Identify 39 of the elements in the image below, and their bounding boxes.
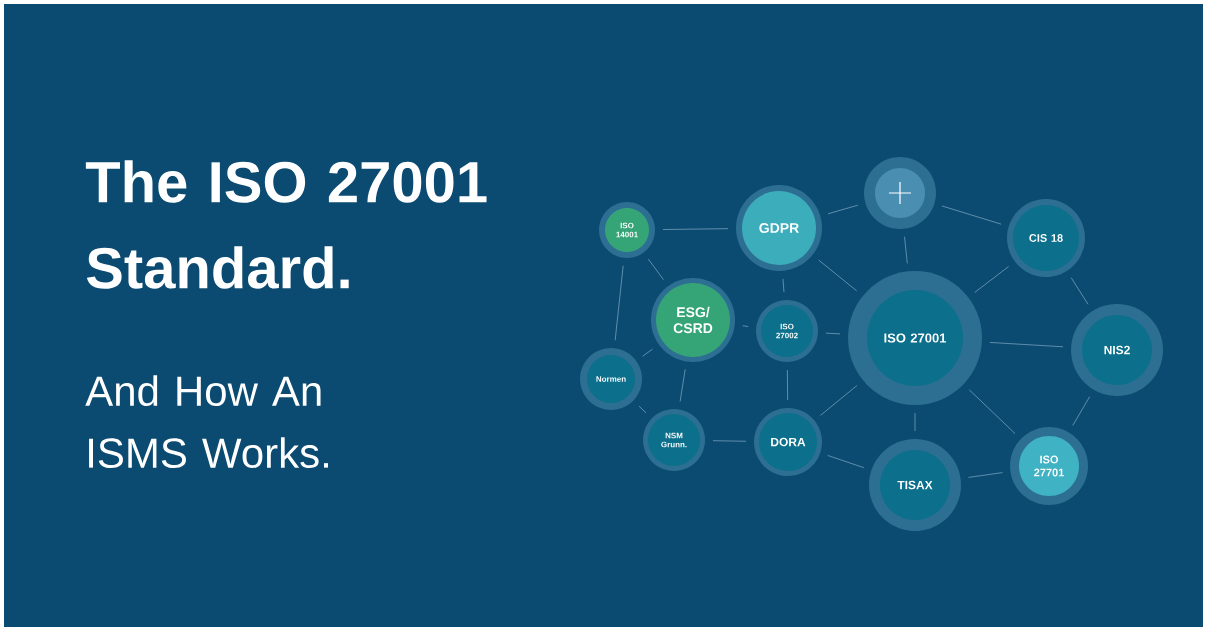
connector-line: [642, 348, 653, 357]
connector-line: [974, 266, 1009, 293]
title: The ISO 27001 Standard.: [85, 160, 487, 289]
connector-line: [968, 389, 1016, 434]
circle-node: ESG/ CSRD: [651, 278, 735, 362]
connector-line: [742, 325, 749, 327]
connector-line: [827, 455, 865, 469]
connector-line: [1070, 277, 1089, 305]
connector-line: [989, 342, 1064, 348]
circle-node: CIS 18: [1007, 199, 1085, 277]
connector-line: [647, 258, 664, 281]
circle-node: ISO 27002: [756, 300, 818, 362]
circle-node: GDPR: [736, 185, 822, 271]
plus-circle: [864, 157, 936, 229]
connector-line: [820, 385, 858, 416]
connector-line: [662, 228, 729, 230]
circle-node: ISO 27001: [848, 271, 982, 405]
connector-line: [782, 278, 785, 293]
connector-line: [818, 259, 858, 292]
circle-node: ISO 27701: [1010, 427, 1088, 505]
connector-line: [712, 440, 747, 442]
connector-line: [941, 205, 1002, 225]
connector-line: [914, 412, 916, 432]
circle-node: TISAX: [869, 439, 961, 531]
circle-node: DORA: [754, 408, 822, 476]
connector-line: [904, 236, 908, 264]
connector-line: [638, 405, 647, 414]
connector-line: [825, 332, 841, 335]
connector-line: [1072, 396, 1091, 426]
connector-line: [614, 265, 624, 341]
subtitle: And How An ISMS Works.: [85, 375, 328, 469]
circle-node: NIS2: [1071, 304, 1163, 396]
connector-line: [787, 369, 788, 401]
circle-node: ISO 14001: [599, 202, 655, 258]
circle-node: Normen: [580, 348, 642, 410]
connector-line: [968, 472, 1003, 478]
connector-line: [679, 369, 686, 402]
connector-line: [827, 204, 859, 215]
circle-node: NSM Grunn.: [643, 409, 705, 471]
